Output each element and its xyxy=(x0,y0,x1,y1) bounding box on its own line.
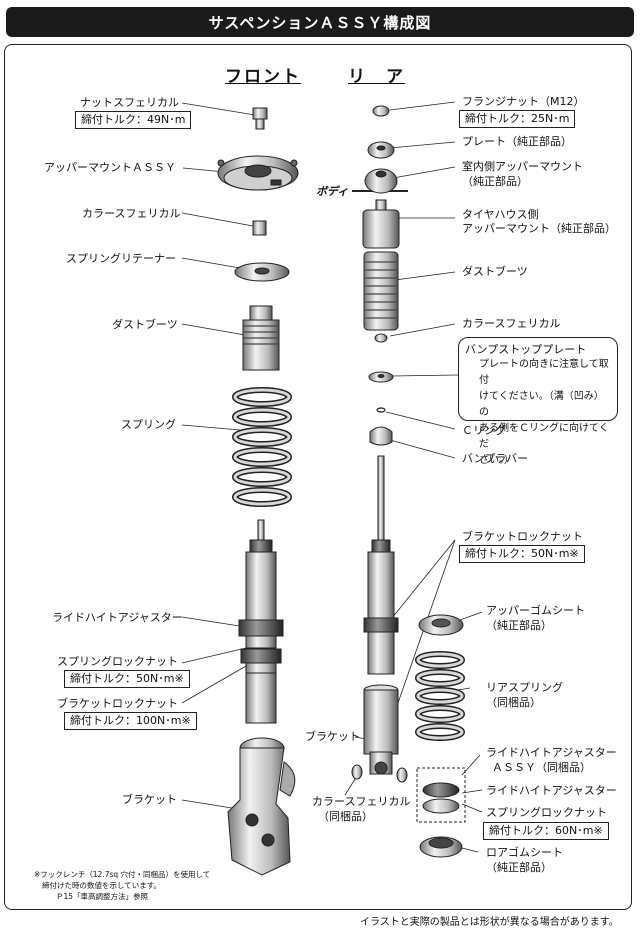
rear-upper-rubber-label: アッパーゴムシート xyxy=(486,604,585,617)
rear-spring-label: リアスプリング xyxy=(486,681,563,694)
diagram-frame xyxy=(4,44,632,910)
body-label: ボディ xyxy=(316,185,349,198)
rear-tire-mount-sub: アッパーマウント（純正部品） xyxy=(462,222,616,235)
rear-collar-sph-sub: （同梱品） xyxy=(318,810,373,823)
front-bracket-nut-label: ブラケットロックナット xyxy=(57,697,178,710)
rear-rh-assy-sub: ＡＳＳＹ（同梱品） xyxy=(492,761,591,774)
rear-lower-rubber-label: ロアゴムシート xyxy=(486,846,563,859)
front-stack xyxy=(217,107,299,876)
rear-lock-nut-label: スプリングロックナット xyxy=(486,806,607,819)
front-lock-nut-label: スプリングロックナット xyxy=(57,655,178,668)
rear-header: リ ア xyxy=(348,67,405,87)
rear-tire-mount-label: タイヤハウス側 xyxy=(462,208,539,221)
footnote-line-1: ※フックレンチ（12.7sq 穴付・同梱品）を使用して xyxy=(34,870,211,879)
rear-flange-torque-box: 締付トルク：25N･m xyxy=(459,110,576,128)
rear-collar-label: カラースフェリカル xyxy=(462,317,561,330)
note-line: さい。） xyxy=(479,455,514,466)
front-lock-nut-torque-box: 締付トルク：50N･m※ xyxy=(64,670,190,688)
rear-rh-label: ライドハイトアジャスター xyxy=(486,784,617,797)
footnote-line-2: 締付けた時の数値を示しています。 xyxy=(42,881,162,890)
rear-rh-assy-label: ライドハイトアジャスター xyxy=(486,746,617,759)
rear-collar-sph-label: カラースフェリカル xyxy=(312,795,411,808)
note-line: けてください。（溝（凹み）の xyxy=(479,391,604,418)
rear-inner-mount-label: 室内側アッパーマウント xyxy=(462,160,583,173)
rear-spring-sub: （同梱品） xyxy=(486,696,541,709)
rear-stack xyxy=(351,105,466,858)
front-bracket-label: ブラケット xyxy=(122,793,177,806)
rear-flange-nut-label: フランジナット（M12） xyxy=(462,95,585,108)
front-nut-torque-box: 締付トルク：49N･m xyxy=(75,111,192,129)
rear-bracket-label: ブラケット xyxy=(305,730,360,743)
front-ride-height-label: ライドハイトアジャスター xyxy=(52,611,183,624)
bump-plate-note: バンプストッププレート プレートの向きに注意して取付 けてください。（溝（凹み）… xyxy=(458,337,618,466)
front-spring-label: スプリング xyxy=(121,418,176,431)
rear-bracket-nut-label: ブラケットロックナット xyxy=(462,530,583,543)
rear-lock-nut-torque-box: 締付トルク：60N･m※ xyxy=(483,822,609,840)
note-line: ある側をＣリングに向けてくだ xyxy=(479,423,609,450)
rear-upper-rubber-sub: （純正部品） xyxy=(486,619,552,632)
rear-lower-rubber-sub: （純正部品） xyxy=(486,861,552,874)
front-bracket-nut-torque-box: 締付トルク：100N･m※ xyxy=(64,712,197,730)
page-title: サスペンションＡＳＳＹ構成図 xyxy=(208,13,432,32)
leader-lines xyxy=(181,101,483,853)
rear-dust-boot-label: ダストブーツ xyxy=(462,265,528,278)
bump-plate-note-body: プレートの向きに注意して取付 けてください。（溝（凹み）の ある側をＣリングに向… xyxy=(465,357,611,469)
rear-c-ring-label: Ｃリング xyxy=(462,424,506,437)
front-header: フロント xyxy=(225,67,301,87)
rear-bump-rubber-label: バンプラバー xyxy=(462,452,529,465)
disclaimer: イラストと実際の製品とは形状が異なる場合があります。 xyxy=(360,917,619,928)
front-nut-spherical-label: ナットスフェリカル xyxy=(80,96,179,109)
front-dust-boot-label: ダストブーツ xyxy=(112,318,178,331)
front-retainer-label: スプリングリテーナー xyxy=(66,252,176,265)
note-line: プレートの向きに注意して取付 xyxy=(479,359,609,386)
front-upper-mount-label: アッパーマウントＡＳＳＹ xyxy=(44,161,176,174)
front-collar-label: カラースフェリカル xyxy=(82,207,181,220)
rear-inner-mount-sub: （純正部品） xyxy=(462,175,528,188)
title-bar: サスペンションＡＳＳＹ構成図 xyxy=(6,7,634,37)
rear-plate-label: プレート（純正部品） xyxy=(462,135,572,148)
footnote-line-3: Ｐ15「車高調整方法」参照 xyxy=(56,892,149,901)
rear-bracket-nut-torque-box: 締付トルク：50N･m※ xyxy=(459,545,585,563)
bump-plate-title: バンプストッププレート xyxy=(465,343,587,356)
